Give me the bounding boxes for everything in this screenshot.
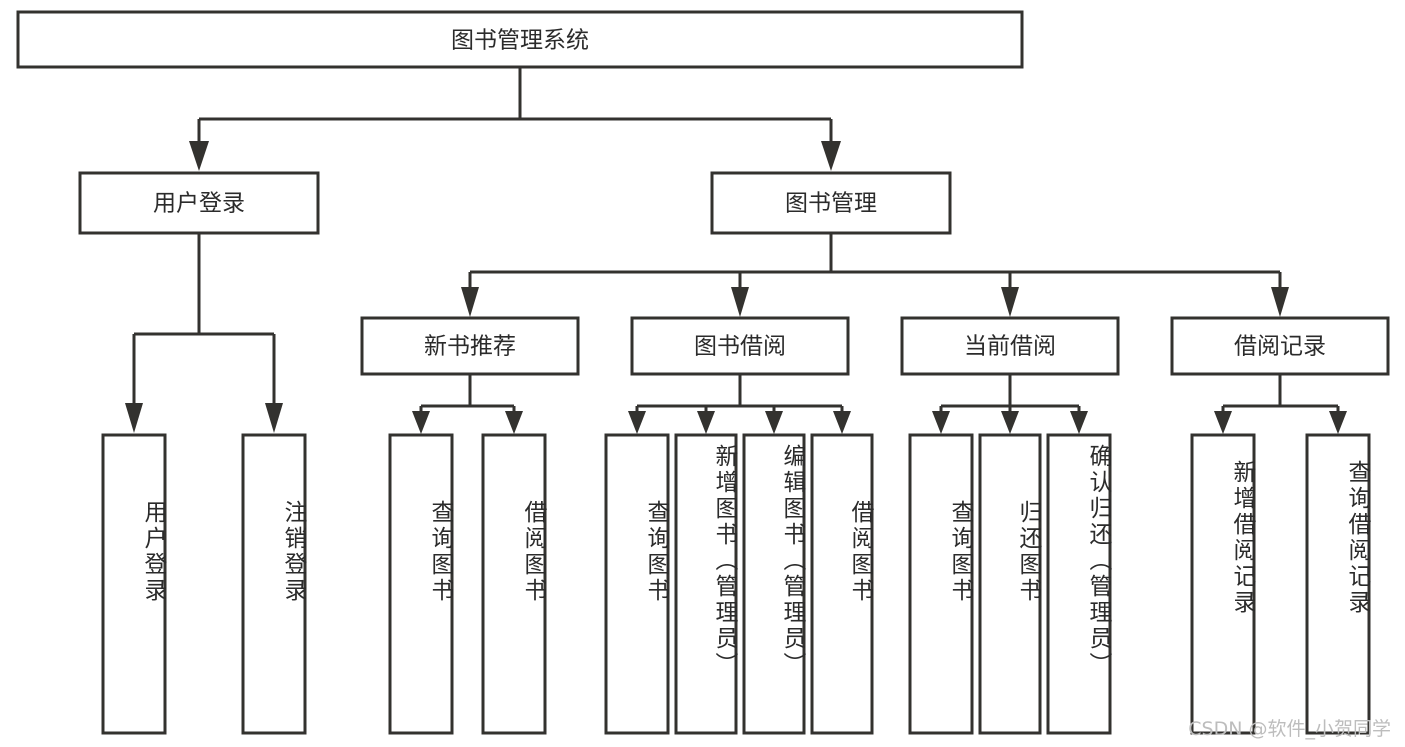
arrow-down-icon xyxy=(189,141,209,171)
leaf-box-add-borrow-record[interactable] xyxy=(1190,433,1256,735)
connector-new-book-rec-to-leaves xyxy=(412,374,523,434)
node-root-book-management-system[interactable]: 图书管理系统 xyxy=(16,10,1024,69)
connector-book-mgmt-to-level3 xyxy=(461,233,1289,317)
node-box xyxy=(16,10,1024,69)
connector-current-borrow-to-leaves xyxy=(932,374,1088,434)
arrow-down-icon xyxy=(1001,411,1019,434)
leaf-box-query-borrow-record[interactable] xyxy=(1305,433,1371,735)
leaf-box-logout[interactable] xyxy=(241,433,307,735)
leaf-box-add-book-admin[interactable] xyxy=(674,433,738,735)
arrow-down-icon xyxy=(505,411,523,434)
node-label: 当前借阅 xyxy=(964,334,1056,360)
csdn-watermark: CSDN @软件_小贺同学 xyxy=(1188,718,1391,740)
node-box xyxy=(360,316,580,376)
arrow-down-icon xyxy=(731,287,749,317)
arrow-down-icon xyxy=(1001,287,1019,317)
node-book-borrowing[interactable]: 图书借阅 xyxy=(630,316,850,376)
arrow-down-icon xyxy=(1214,411,1232,434)
node-label: 图书管理 xyxy=(785,191,877,217)
arrow-down-icon xyxy=(833,411,851,434)
leaf-box-edit-book-admin[interactable] xyxy=(742,433,806,735)
leaf-box-borrow-book-rec[interactable] xyxy=(481,433,547,735)
node-label: 用户登录 xyxy=(153,191,245,217)
arrow-down-icon xyxy=(932,411,950,434)
arrow-down-icon xyxy=(1271,287,1289,317)
node-borrowing-record[interactable]: 借阅记录 xyxy=(1170,316,1390,376)
node-label: 图书管理系统 xyxy=(451,28,589,54)
arrow-down-icon xyxy=(821,141,841,171)
leaf-box-return-book[interactable] xyxy=(978,433,1042,735)
node-user-login[interactable]: 用户登录 xyxy=(78,171,320,235)
node-label: 图书借阅 xyxy=(694,334,786,360)
node-box xyxy=(630,316,850,376)
node-box xyxy=(900,316,1120,376)
leaf-box-borrow-book[interactable] xyxy=(810,433,874,735)
arrow-down-icon xyxy=(125,403,143,433)
arrow-down-icon xyxy=(1070,411,1088,434)
node-current-borrowing[interactable]: 当前借阅 xyxy=(900,316,1120,376)
connector-user-login-to-leaves xyxy=(125,233,283,433)
leaf-box-query-book-current[interactable] xyxy=(908,433,974,735)
node-label: 借阅记录 xyxy=(1234,334,1326,360)
connector-borrow-record-to-leaves xyxy=(1214,374,1347,434)
node-box xyxy=(78,171,320,235)
arrow-down-icon xyxy=(461,287,479,317)
node-book-management[interactable]: 图书管理 xyxy=(710,171,952,235)
arrow-down-icon xyxy=(412,411,430,434)
connector-book-borrow-to-leaves xyxy=(628,374,851,434)
node-new-book-recommendation[interactable]: 新书推荐 xyxy=(360,316,580,376)
arrow-down-icon xyxy=(265,403,283,433)
arrow-down-icon xyxy=(628,411,646,434)
leaf-box-confirm-return-admin[interactable] xyxy=(1046,433,1112,735)
arrow-down-icon xyxy=(765,411,783,434)
leaf-box-query-book-borrow[interactable] xyxy=(604,433,670,735)
connector-root-to-level2 xyxy=(189,67,841,171)
arrow-down-icon xyxy=(1329,411,1347,434)
leaf-box-query-book-rec[interactable] xyxy=(388,433,454,735)
node-box xyxy=(710,171,952,235)
node-label: 新书推荐 xyxy=(424,334,516,360)
arrow-down-icon xyxy=(697,411,715,434)
node-box xyxy=(1170,316,1390,376)
leaf-box-user-login[interactable] xyxy=(101,433,167,735)
